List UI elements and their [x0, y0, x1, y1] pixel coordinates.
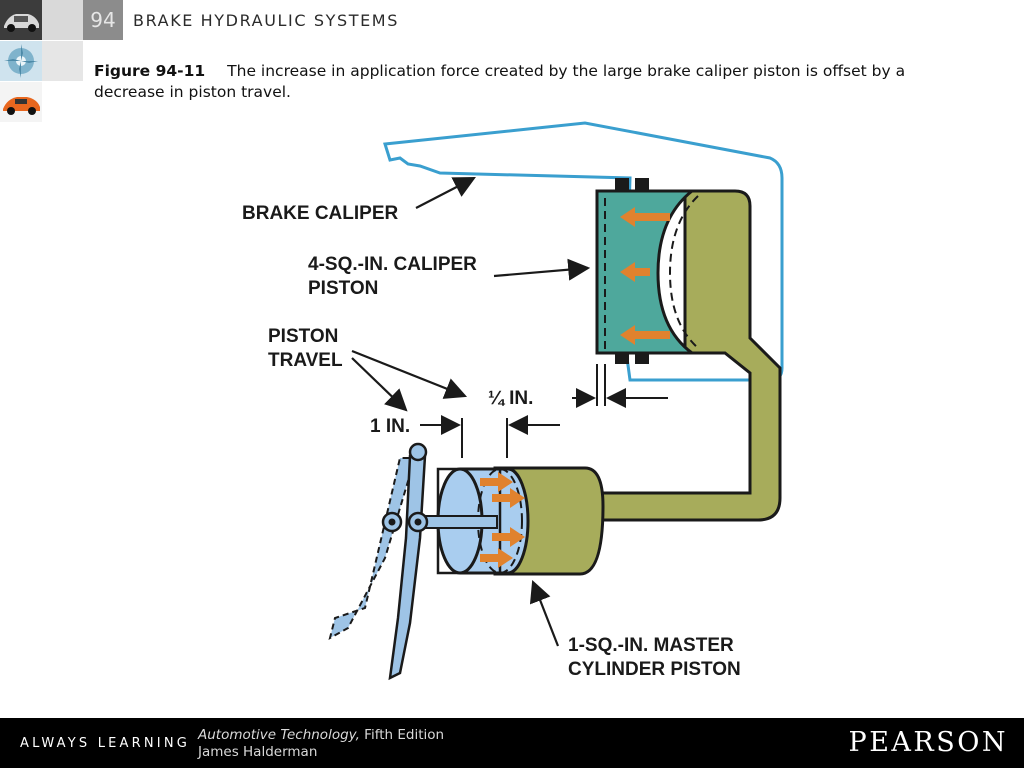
part-thumbnail-image [0, 41, 42, 81]
caliper-seal-bottom-left [615, 352, 629, 364]
piston-travel-leader-1 [351, 349, 468, 399]
caliper-seal-bottom-right [635, 352, 649, 364]
label-piston-travel-line2: TRAVEL [268, 350, 343, 371]
header-light-block [42, 41, 83, 81]
label-piston-travel-line1: PISTON [268, 326, 338, 347]
label-caliper-piston-line1: 4-SQ.-IN. CALIPER [308, 254, 477, 275]
publisher-logo: PEARSON [848, 727, 1008, 758]
caliper-piston-dashed-face [668, 195, 699, 349]
figure-number: Figure 94-11 [94, 62, 206, 80]
pedal-pivot [408, 442, 428, 462]
brake-hydraulic-diagram: BRAKE CALIPER 4-SQ.-IN. CALIPER PISTON P… [230, 118, 790, 688]
book-credit: Automotive Technology, Fifth Edition Jam… [198, 727, 444, 761]
header-gray-block [42, 0, 83, 40]
brake-caliper-leader [415, 176, 476, 209]
label-master-piston-line1: 1-SQ.-IN. MASTER [568, 635, 734, 656]
book-author: James Halderman [198, 744, 318, 760]
caliper-piston-leader [493, 258, 591, 281]
book-title: Automotive Technology, [198, 727, 360, 743]
sports-car-thumbnail-image [0, 82, 42, 122]
caliper-seal-top-left [615, 178, 629, 192]
caliper-seal-top-right [635, 178, 649, 192]
book-edition: Fifth Edition [359, 727, 445, 743]
label-master-piston-line2: CYLINDER PISTON [568, 659, 741, 680]
caliper-force-arrows [620, 207, 670, 345]
thumbnail-strip [0, 0, 42, 122]
piston-travel-leader-2 [351, 357, 408, 412]
master-piston-leader [529, 579, 560, 647]
label-one-inch: 1 IN. [370, 416, 410, 437]
chapter-title: BRAKE HYDRAULIC SYSTEMS [133, 11, 399, 30]
label-caliper-piston-line2: PISTON [308, 278, 378, 299]
master-force-arrows [480, 472, 525, 568]
brake-pedal-applied [388, 454, 427, 681]
footer-tagline: ALWAYS LEARNING [20, 736, 191, 751]
footer-bar: ALWAYS LEARNING Automotive Technology, F… [0, 718, 1024, 768]
label-quarter-inch: ¼ IN. [488, 388, 533, 409]
car-thumbnail-image [0, 0, 42, 40]
brake-pedal-released [328, 457, 417, 640]
caption-text: The increase in application force create… [94, 62, 906, 101]
chapter-number: 94 [83, 0, 123, 40]
label-brake-caliper: BRAKE CALIPER [242, 203, 399, 224]
